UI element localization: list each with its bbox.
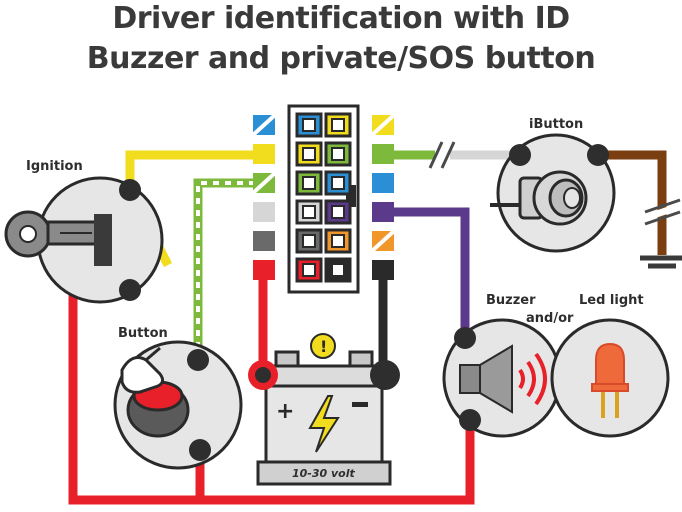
label-led-light: Led light (579, 293, 644, 308)
ignition-terminal-top (119, 179, 141, 201)
ibutton-terminal-right (587, 144, 609, 166)
buzzer-speaker-icon (442, 318, 562, 438)
ibutton-terminal-left (509, 144, 531, 166)
button-terminal-bottom (189, 439, 211, 461)
battery-terminal-negative (370, 360, 400, 390)
svg-text:+: + (276, 399, 294, 424)
title-line-2: Buzzer and private/SOS button (86, 41, 596, 76)
warning-icon (310, 333, 336, 359)
wire-purple-buzzer (383, 207, 470, 335)
label-and-or: and/or (526, 311, 574, 326)
buzzer-terminal-top (454, 327, 476, 349)
wire-yellow-ignition (125, 150, 265, 190)
ignition-key-icon (4, 176, 164, 304)
warning-mark: ! (320, 337, 327, 356)
led-light-icon (550, 318, 670, 438)
label-voltage: 10-30 volt (292, 467, 356, 480)
label-button: Button (118, 326, 168, 341)
label-ibutton: iButton (529, 117, 583, 132)
ibutton-reader-icon (490, 133, 616, 253)
ground-icon (640, 255, 682, 269)
wire-tags-left (251, 113, 277, 280)
button-terminal-top (187, 349, 209, 371)
ignition-terminal-bottom (119, 279, 141, 301)
sos-button-icon (113, 340, 243, 470)
title-line-1: Driver identification with ID (112, 1, 570, 36)
wire-break-mark (428, 141, 444, 169)
wire-tags-right (370, 113, 396, 280)
label-ignition: Ignition (26, 159, 83, 174)
label-buzzer: Buzzer (486, 293, 536, 308)
buzzer-terminal-bottom (459, 409, 481, 431)
battery-icon: + (256, 350, 392, 486)
wire-brown-ibutton (598, 150, 667, 255)
